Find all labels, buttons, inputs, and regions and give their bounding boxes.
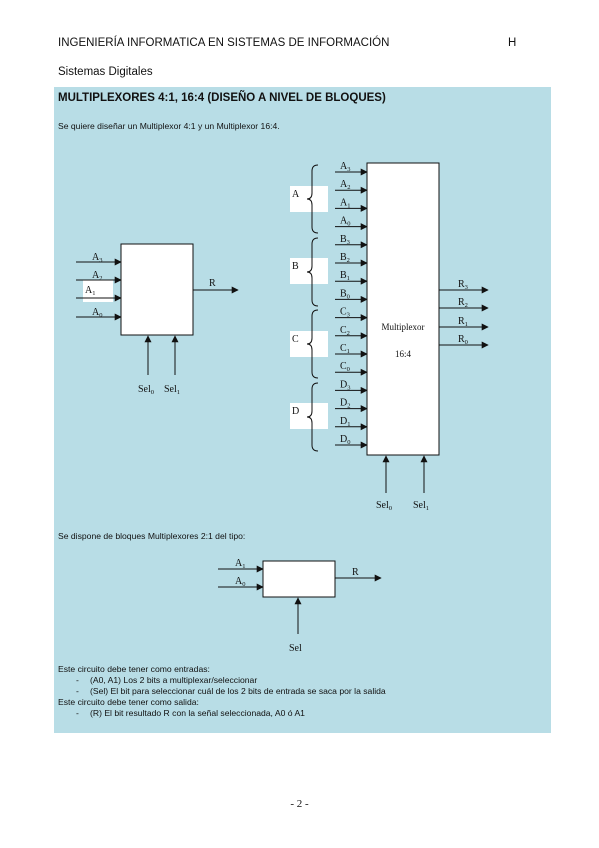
inputs-list: - (A0, A1) Los 2 bits a multiplexar/selec… — [58, 675, 548, 697]
outputs-list: - (R) El bit resultado R con la señal sel… — [58, 708, 548, 719]
exercise-panel — [54, 87, 551, 733]
list-item: - (A0, A1) Los 2 bits a multiplexar/selec… — [58, 675, 548, 686]
subject-title: Sistemas Digitales — [58, 66, 153, 78]
list-item-text: (R) El bit resultado R con la señal sele… — [90, 708, 305, 718]
course-title: INGENIERÍA INFORMATICA EN SISTEMAS DE IN… — [58, 37, 390, 49]
outputs-heading: Este circuito debe tener como salida: — [58, 697, 199, 707]
inputs-heading: Este circuito debe tener como entradas: — [58, 664, 210, 674]
exercise-title: MULTIPLEXORES 4:1, 16:4 (DISEÑO A NIVEL … — [58, 92, 386, 104]
blocks-intro-text: Se dispone de bloques Multiplexores 2:1 … — [58, 531, 246, 541]
header-mark: H — [508, 37, 517, 49]
list-item-text: (Sel) El bit para seleccionar cuál de lo… — [90, 686, 386, 696]
list-item-text: (A0, A1) Los 2 bits a multiplexar/selecc… — [90, 675, 258, 685]
bullet-dash: - — [76, 708, 79, 718]
list-item: - (Sel) El bit para seleccionar cuál de l… — [58, 686, 548, 697]
requirements-text: Este circuito debe tener como entradas: … — [58, 664, 548, 719]
bullet-dash: - — [76, 686, 79, 696]
bullet-dash: - — [76, 675, 79, 685]
page-number: - 2 - — [290, 798, 309, 810]
intro-text: Se quiere diseñar un Multiplexor 4:1 y u… — [58, 121, 280, 131]
list-item: - (R) El bit resultado R con la señal sel… — [58, 708, 548, 719]
